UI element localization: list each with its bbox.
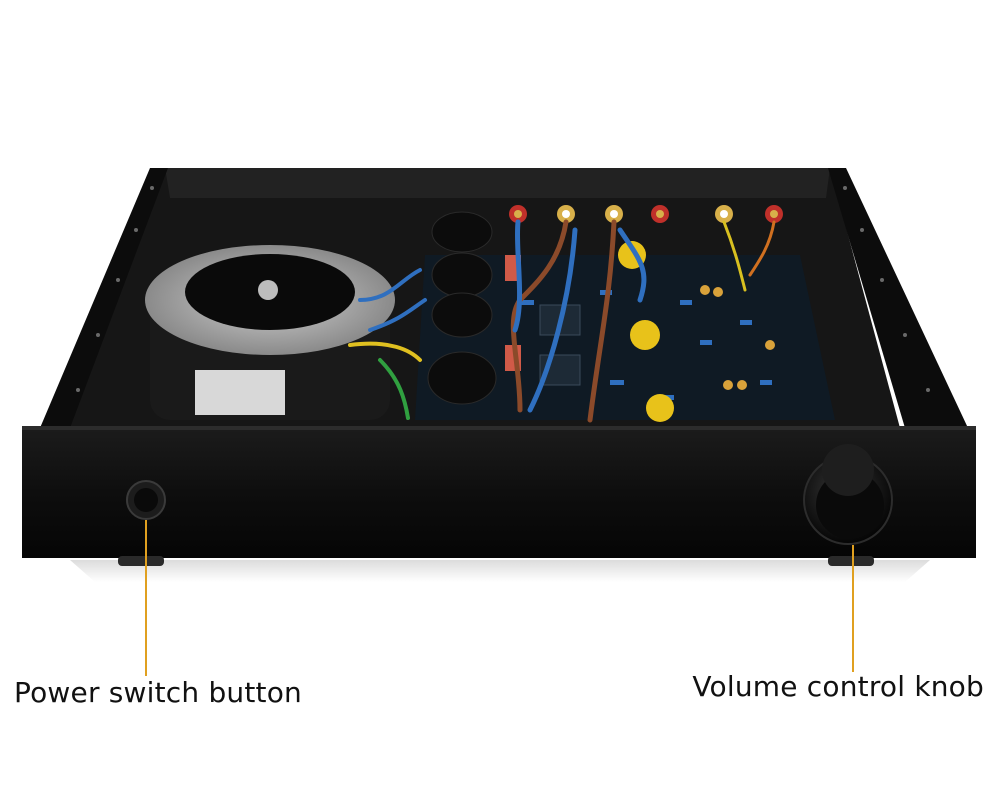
chassis-left-wall: [40, 168, 168, 428]
signal-wires: [510, 219, 776, 423]
left-foot: [118, 556, 164, 566]
filter-capacitors: [427, 211, 497, 405]
toroidal-transformer: [145, 245, 395, 420]
chassis-back-wall: [165, 168, 830, 198]
volume-knob-label: Volume control knob: [692, 670, 984, 703]
floor-reflection: [70, 560, 930, 582]
volume-knob: [803, 444, 893, 545]
rca-jacks: [509, 205, 783, 223]
chassis-right-wall: [828, 168, 968, 428]
transformer-wires: [348, 268, 427, 420]
side-screws: [76, 186, 930, 392]
right-foot: [828, 556, 874, 566]
power-switch-label: Power switch button: [14, 676, 302, 709]
power-button: [126, 480, 166, 520]
